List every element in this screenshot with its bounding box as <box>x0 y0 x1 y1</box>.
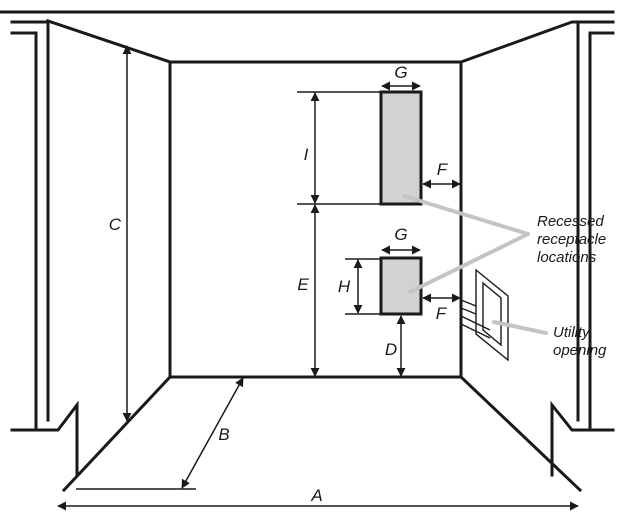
lower-receptacle <box>379 256 423 316</box>
utility-box-side-2 <box>460 307 477 315</box>
receptacle-leader-lower <box>408 232 530 294</box>
room-structure <box>0 10 615 493</box>
right-door-frame <box>550 31 615 477</box>
label-e: E <box>297 275 309 294</box>
right-upper-corner <box>459 20 615 64</box>
utility-opening-box <box>460 268 509 362</box>
receptacle-callout-line-1: Recessed <box>537 213 604 230</box>
receptacles <box>379 90 423 316</box>
label-a: A <box>310 486 322 505</box>
label-h: H <box>338 277 351 296</box>
label-b: B <box>218 425 229 444</box>
left-door-frame <box>10 31 79 477</box>
utility-leader <box>492 320 548 335</box>
label-c: C <box>109 215 122 234</box>
floor-right-edge <box>458 374 583 493</box>
utility-box-side-4 <box>460 323 491 339</box>
callout-text: Recessed receptacle locations Utility op… <box>537 213 607 359</box>
label-d: D <box>385 340 397 359</box>
label-f-upper: F <box>437 160 449 179</box>
receptacle-callout-line-3: locations <box>537 249 597 266</box>
dimension-letters: A B C D E F F G G H I <box>109 63 449 505</box>
utility-box-side-3 <box>460 315 491 331</box>
utility-callout-line-1: Utility <box>553 324 591 341</box>
back-wall <box>168 60 463 379</box>
utility-callout-line-2: opening <box>553 342 607 359</box>
label-g-upper: G <box>394 63 407 82</box>
label-i: I <box>304 145 309 164</box>
receptacle-callout-line-2: receptacle <box>537 231 606 248</box>
label-f-lower: F <box>436 304 448 323</box>
dimension-lines <box>57 45 579 511</box>
upper-receptacle <box>379 90 423 206</box>
floor-left-edge <box>61 374 173 493</box>
label-g-lower: G <box>394 225 407 244</box>
dim-b-line <box>181 377 244 489</box>
receptacle-leader-upper <box>402 194 530 236</box>
callout-leaders <box>402 194 548 335</box>
utility-box-side-1 <box>460 299 477 307</box>
